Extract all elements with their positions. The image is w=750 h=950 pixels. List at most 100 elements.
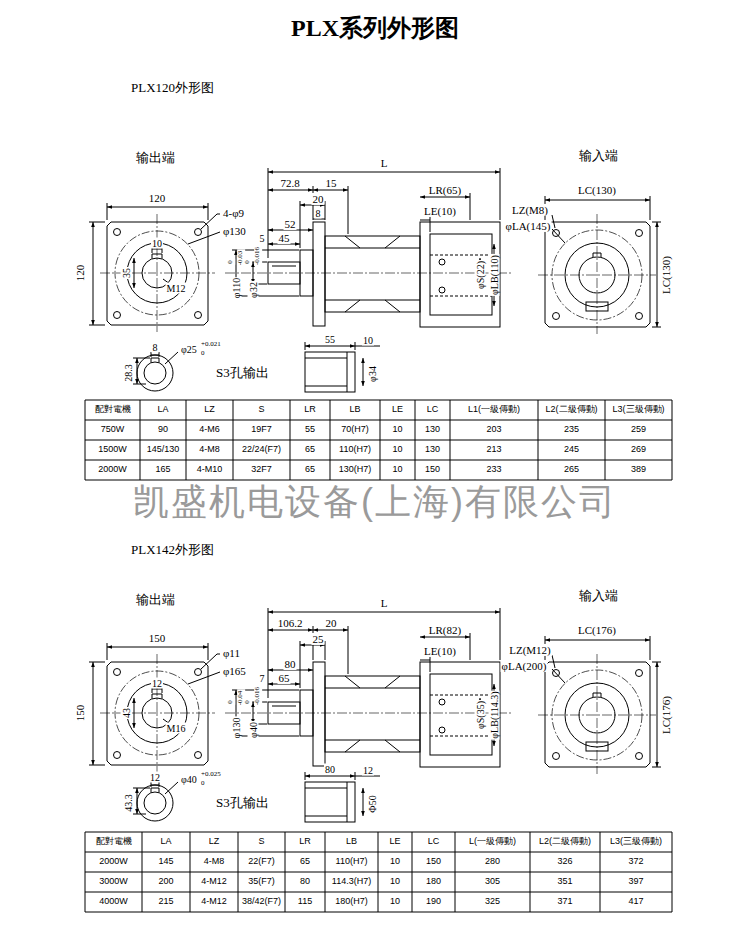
dimension-label: φS(22) xyxy=(475,260,486,290)
table-cell: 213 xyxy=(485,445,502,455)
table-cell: 32F7 xyxy=(250,465,273,475)
table-cell: 114.3(H7) xyxy=(331,877,372,887)
drawing-circle xyxy=(636,313,643,320)
drawing-path xyxy=(165,352,178,364)
table-cell: 10 xyxy=(389,877,401,887)
table-cell: L3(三級傳動) xyxy=(611,405,665,415)
table-cell: LR xyxy=(303,405,317,415)
table-cell: 4-M8 xyxy=(198,445,221,455)
drawing-use xyxy=(89,608,661,774)
dimension-label: 65 xyxy=(278,672,291,684)
dimension-label: M16 xyxy=(166,723,187,734)
table-rule xyxy=(672,400,673,480)
dimension-label: +0.025 xyxy=(200,771,222,779)
drawing-circle xyxy=(114,229,121,236)
table-rule xyxy=(85,400,672,401)
table-cell: 110(H7) xyxy=(338,445,372,455)
dimension-label: 0 xyxy=(244,259,252,265)
drawing-circle xyxy=(144,362,166,384)
drawing-path xyxy=(420,220,430,221)
table-cell: 4000W xyxy=(98,897,129,907)
table-cell: LC xyxy=(426,405,440,415)
table-rule xyxy=(672,832,673,912)
table-rule xyxy=(85,400,86,480)
table-cell: 215 xyxy=(157,897,174,907)
drawing-path xyxy=(133,358,150,384)
dimension-label: L xyxy=(380,597,389,609)
drawing-circle xyxy=(553,313,560,320)
table-cell: LA xyxy=(156,405,169,415)
drawing-path xyxy=(134,258,135,288)
drawing-path xyxy=(100,214,215,332)
table-cell: 280 xyxy=(484,857,501,867)
table-cell: 65 xyxy=(304,445,316,455)
table-rule xyxy=(290,400,291,480)
dimension-label: 0 xyxy=(200,780,206,788)
drawing-path xyxy=(325,236,420,312)
table-cell: 10 xyxy=(389,897,401,907)
table-rule xyxy=(455,832,456,912)
drawing-path xyxy=(107,222,208,325)
table-cell: LR xyxy=(298,837,312,847)
dimension-label: φ40 xyxy=(248,721,259,739)
dimension-label: LE(10) xyxy=(423,645,457,657)
dimension-label: LR(82) xyxy=(428,624,462,636)
table-rule xyxy=(238,832,239,912)
table-cell: 65 xyxy=(299,857,311,867)
drawing-path xyxy=(300,201,325,248)
table-cell: 1500W xyxy=(97,445,128,455)
dimension-label: 120 xyxy=(74,264,86,283)
dimension-label: 43 xyxy=(121,707,132,719)
dimension-label: 0 xyxy=(227,699,235,705)
drawing-path xyxy=(93,222,94,325)
table-cell: 180 xyxy=(425,877,442,887)
table-cell: LZ xyxy=(203,405,216,415)
table-cell: 90 xyxy=(157,425,169,435)
table-cell: LB xyxy=(345,837,358,847)
table-cell: 180(H7) xyxy=(334,897,369,907)
table-cell: 10 xyxy=(391,445,403,455)
table-cell: 371 xyxy=(556,897,573,907)
table-cell: 4-M12 xyxy=(200,897,228,907)
table-rule xyxy=(85,460,672,461)
table-cell: 配對電機 xyxy=(94,405,132,415)
dimension-label: 43.3 xyxy=(123,793,134,813)
dimension-label: 12 xyxy=(362,765,374,776)
table-cell: 326 xyxy=(556,857,573,867)
table-cell: 233 xyxy=(485,465,502,475)
drawing-path xyxy=(430,255,492,296)
drawing-circle xyxy=(439,259,445,265)
drawing-path xyxy=(201,214,220,229)
drawing-g xyxy=(89,168,661,334)
table-cell: 265 xyxy=(563,465,580,475)
dimension-label: LE(10) xyxy=(423,205,457,217)
table-rule xyxy=(85,440,672,441)
dimension-label: φLA(145) xyxy=(505,220,552,232)
table-cell: 150 xyxy=(424,465,441,475)
section-heading: 输入端 xyxy=(578,149,619,163)
drawing-path xyxy=(225,273,512,274)
section-heading: 输入端 xyxy=(578,589,619,603)
drawing-rect xyxy=(313,222,325,326)
dimension-label: φ40 xyxy=(180,774,198,785)
drawing-path xyxy=(107,207,208,208)
dimension-label: LC(176) xyxy=(660,695,672,735)
table-rule xyxy=(412,832,413,912)
drawing-path xyxy=(552,215,555,228)
dimension-label: -0.016 xyxy=(254,246,262,266)
table-cell: 10 xyxy=(389,857,401,867)
drawing-path xyxy=(305,352,347,392)
dimension-label: LC(130) xyxy=(660,255,672,295)
drawing-path xyxy=(272,266,296,267)
table-cell: S xyxy=(257,405,265,415)
dimension-label: φ130 xyxy=(231,717,242,740)
table-rule xyxy=(538,400,539,480)
table-cell: LA xyxy=(159,837,172,847)
table-cell: L(一級傳動) xyxy=(468,837,517,847)
dimension-label: φLA(200) xyxy=(501,660,548,672)
drawing-use xyxy=(133,772,380,822)
drawing-path xyxy=(313,190,348,191)
table-cell: 259 xyxy=(630,425,647,435)
table-cell: 22(F7) xyxy=(247,857,276,867)
drawing-path xyxy=(107,203,208,220)
